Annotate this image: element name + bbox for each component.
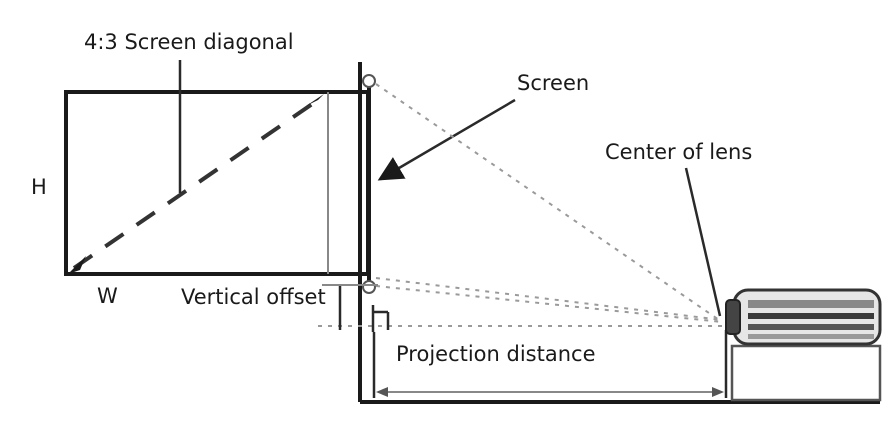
projection-ray-top	[375, 83, 723, 323]
screen-front-rect	[64, 90, 370, 276]
projector-table	[730, 344, 882, 402]
projection-distance-label: Projection distance	[396, 342, 596, 366]
screen-bottom-pivot-icon	[362, 280, 376, 294]
diagonal-dashed-line	[72, 98, 320, 270]
width-label: W	[97, 284, 118, 308]
diagonal-label: 4:3 Screen diagonal	[84, 30, 294, 54]
screen-label: Screen	[517, 71, 589, 95]
distance-arrow-right-icon	[712, 387, 724, 397]
distance-arrow-left-icon	[376, 387, 388, 397]
diagonal-arrow-bottom-icon	[68, 256, 86, 274]
diagonal-arrow-top-icon	[306, 94, 324, 106]
projector-icon	[725, 288, 882, 346]
screen-top-pivot-icon	[362, 74, 376, 88]
center-of-lens-label: Center of lens	[605, 140, 752, 164]
projection-ray-bottom	[375, 285, 723, 323]
projection-ray-mid	[375, 277, 723, 321]
screen-leader-arrow	[377, 98, 516, 181]
vertical-offset-label: Vertical offset	[181, 285, 326, 309]
lens-leader-line	[684, 167, 722, 317]
height-label: H	[31, 175, 47, 199]
